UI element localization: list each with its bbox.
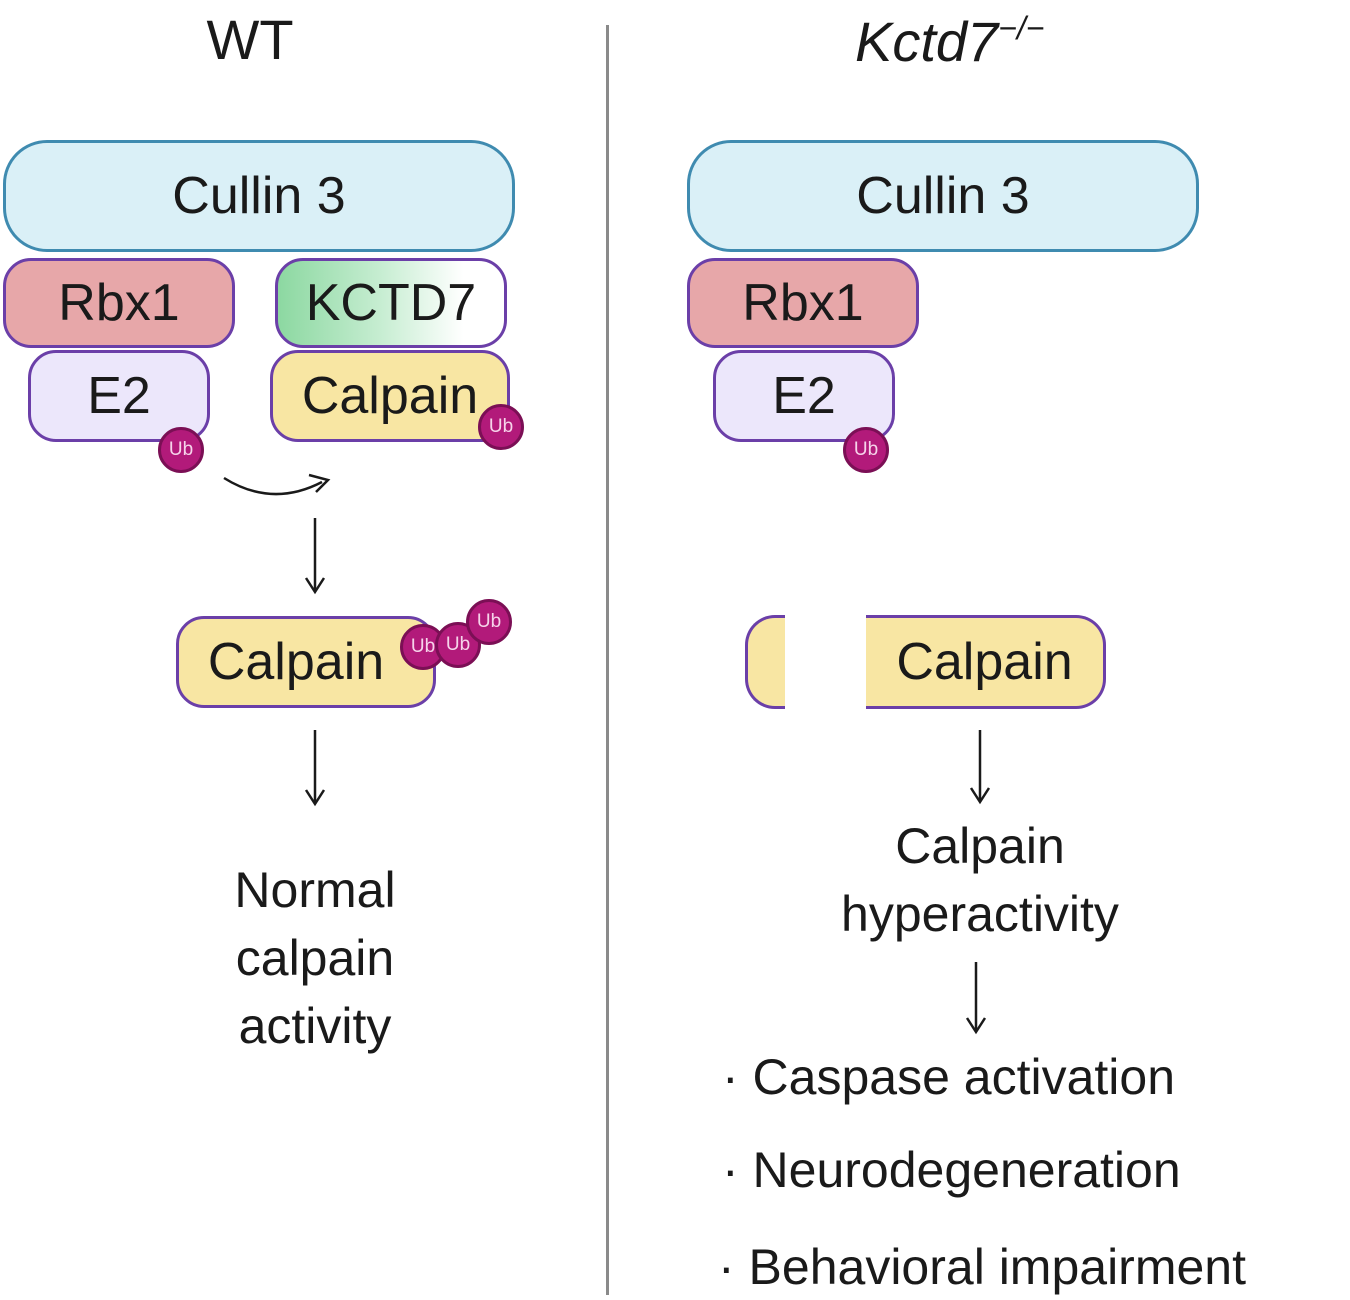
wt-calpain-bound-label: Calpain — [301, 367, 479, 425]
ko-consequence-3: · Behavioral impairment — [718, 1239, 1246, 1295]
bullet-dot: · — [718, 1239, 749, 1295]
wt-calpain-ubiquitinated-label: Calpain — [207, 633, 385, 691]
ko-arrow-down-1 — [969, 730, 991, 805]
ko-rbx1-box: Rbx1 — [687, 258, 919, 348]
wt-outcome-line-3: activity — [238, 998, 392, 1054]
panel-divider — [606, 25, 609, 1295]
ko-cullin3-label: Cullin 3 — [856, 167, 1030, 225]
ko-outcome-text: Calpain hyperactivity — [800, 812, 1160, 948]
wt-arrow-down-1 — [304, 518, 326, 595]
ko-e2-box: E2 — [713, 350, 895, 442]
ko-calpain-label: Calpain — [896, 633, 1073, 691]
wt-polyub-badge-2: Ub — [435, 622, 481, 668]
ko-outcome-line-1: Calpain — [895, 818, 1065, 874]
wt-calpain-bound-box: Calpain — [270, 350, 510, 442]
wt-cullin3-label: Cullin 3 — [172, 167, 346, 225]
wt-e2-box: E2 — [28, 350, 210, 442]
wt-rbx1-label: Rbx1 — [58, 274, 180, 332]
ko-cullin3-box: Cullin 3 — [687, 140, 1199, 252]
wt-e2-ub-badge: Ub — [158, 427, 204, 473]
ko-consequence-1: · Caspase activation — [722, 1049, 1176, 1105]
wt-ub-transfer-arrow — [223, 476, 323, 496]
bullet-dot: · — [722, 1142, 753, 1198]
wt-rbx1-box: Rbx1 — [3, 258, 235, 348]
wt-outcome-line-1: Normal — [234, 862, 396, 918]
wt-kctd7-label: KCTD7 — [305, 274, 477, 332]
wt-polyub-badge-3: Ub — [466, 599, 512, 645]
ko-e2-ub-badge: Ub — [843, 427, 889, 473]
ko-outcome-line-2: hyperactivity — [841, 886, 1119, 942]
bullet-dot: · — [722, 1049, 753, 1105]
wt-calpain-ubiquitinated-box: Calpain — [176, 616, 436, 708]
wt-e2-label: E2 — [87, 367, 151, 425]
wt-cullin3-box: Cullin 3 — [3, 140, 515, 252]
wt-outcome-text: Normal calpain activity — [165, 856, 465, 1060]
ko-arrow-down-2 — [965, 962, 987, 1035]
ko-rbx1-label: Rbx1 — [742, 274, 864, 332]
ko-title-gene: Kctd7 — [855, 10, 999, 73]
wt-outcome-line-2: calpain — [235, 930, 395, 986]
ko-title: Kctd7−/− — [855, 12, 1155, 70]
wt-kctd7-box: KCTD7 — [275, 258, 507, 348]
ko-calpain-fragment-main: Calpain — [866, 615, 1106, 709]
wt-calpain-ub-badge: Ub — [478, 404, 524, 450]
ko-e2-label: E2 — [772, 367, 836, 425]
wt-arrow-down-2 — [304, 730, 326, 807]
ko-calpain-fragment-left — [745, 615, 785, 709]
ko-title-genotype: −/− — [998, 10, 1045, 46]
wt-ub-transfer-arrowhead — [308, 473, 331, 493]
ko-consequence-2: · Neurodegeneration — [722, 1142, 1181, 1198]
wt-title: WT — [206, 8, 294, 71]
